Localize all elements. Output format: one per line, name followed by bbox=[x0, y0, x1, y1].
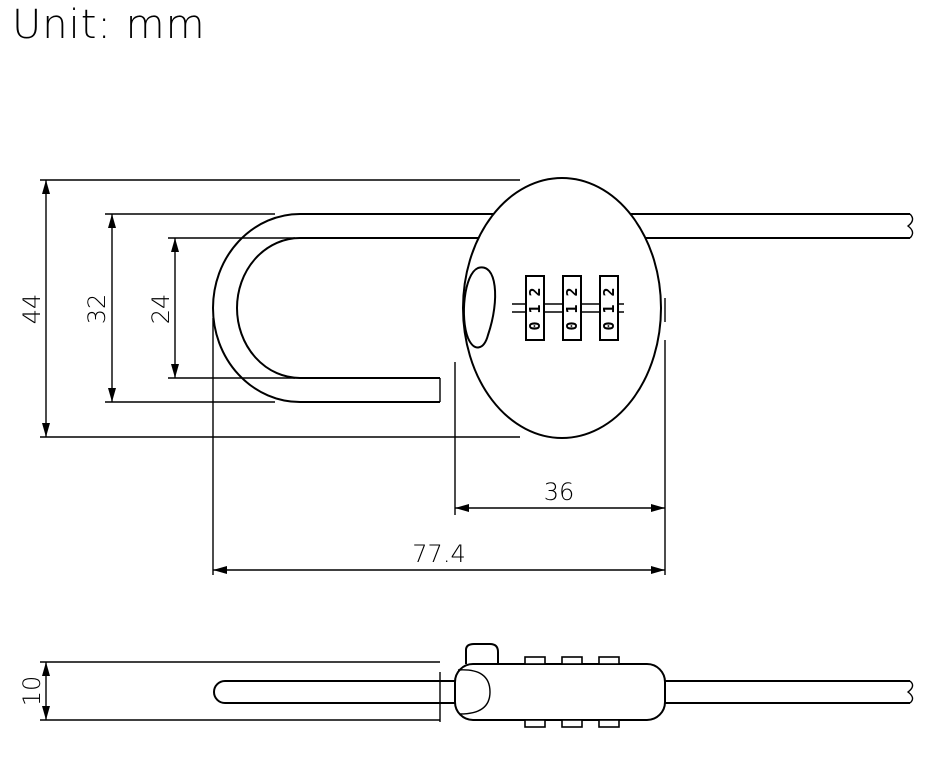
combination-dials: 0 1 2 0 1 2 0 1 2 bbox=[525, 275, 619, 341]
dial-digit: 2 bbox=[526, 287, 544, 296]
dim-thickness: 10 bbox=[18, 662, 50, 720]
dial-digit: 2 bbox=[563, 287, 581, 296]
dial-digit: 1 bbox=[563, 304, 581, 313]
dim-height-shackle-inner-label: 24 bbox=[147, 294, 175, 325]
dim-height-shackle-inner: 24 bbox=[147, 238, 179, 378]
dim-height-shackle-outer: 32 bbox=[83, 214, 116, 402]
release-button-side bbox=[465, 643, 499, 664]
side-dial-stub-3-top bbox=[598, 656, 620, 665]
dim-total-length: 77.4 bbox=[213, 540, 665, 574]
dim-thickness-label: 10 bbox=[18, 676, 46, 707]
combination-dial-1: 0 1 2 bbox=[525, 275, 545, 341]
combination-dial-3: 0 1 2 bbox=[599, 275, 619, 341]
dial-digit: 0 bbox=[600, 321, 618, 330]
side-dial-stub-1-top bbox=[524, 656, 546, 665]
extension-lines-horizontal bbox=[40, 179, 520, 438]
dial-digit: 0 bbox=[563, 321, 581, 330]
combination-dial-2: 0 1 2 bbox=[562, 275, 582, 341]
dim-height-shackle-outer-label: 32 bbox=[83, 294, 111, 325]
release-button-icon bbox=[462, 266, 497, 349]
dim-height-outer-label: 44 bbox=[18, 294, 46, 325]
side-dial-stub-1-bottom bbox=[524, 719, 546, 728]
side-view: 10 bbox=[18, 643, 914, 728]
dim-height-outer: 44 bbox=[18, 180, 50, 437]
shackle-side bbox=[213, 672, 914, 722]
dial-digit: 2 bbox=[600, 287, 618, 296]
dim-body-width-label: 36 bbox=[544, 478, 575, 506]
dim-total-length-label: 77.4 bbox=[412, 540, 465, 568]
dial-digit: 1 bbox=[600, 304, 618, 313]
dial-digit: 1 bbox=[526, 304, 544, 313]
lock-body-side bbox=[454, 663, 666, 721]
side-dial-stub-3-bottom bbox=[598, 719, 620, 728]
dim-body-width: 36 bbox=[455, 478, 665, 512]
side-dial-stub-2-top bbox=[561, 656, 583, 665]
unit-label: Unit: mm bbox=[12, 2, 206, 48]
side-dial-stub-2-bottom bbox=[561, 719, 583, 728]
shackle-front bbox=[212, 213, 914, 403]
front-view: 0 1 2 0 1 2 0 1 2 44 32 24 36 77.4 bbox=[18, 177, 914, 575]
side-dial-stubs bbox=[524, 656, 620, 728]
dial-digit: 0 bbox=[526, 321, 544, 330]
